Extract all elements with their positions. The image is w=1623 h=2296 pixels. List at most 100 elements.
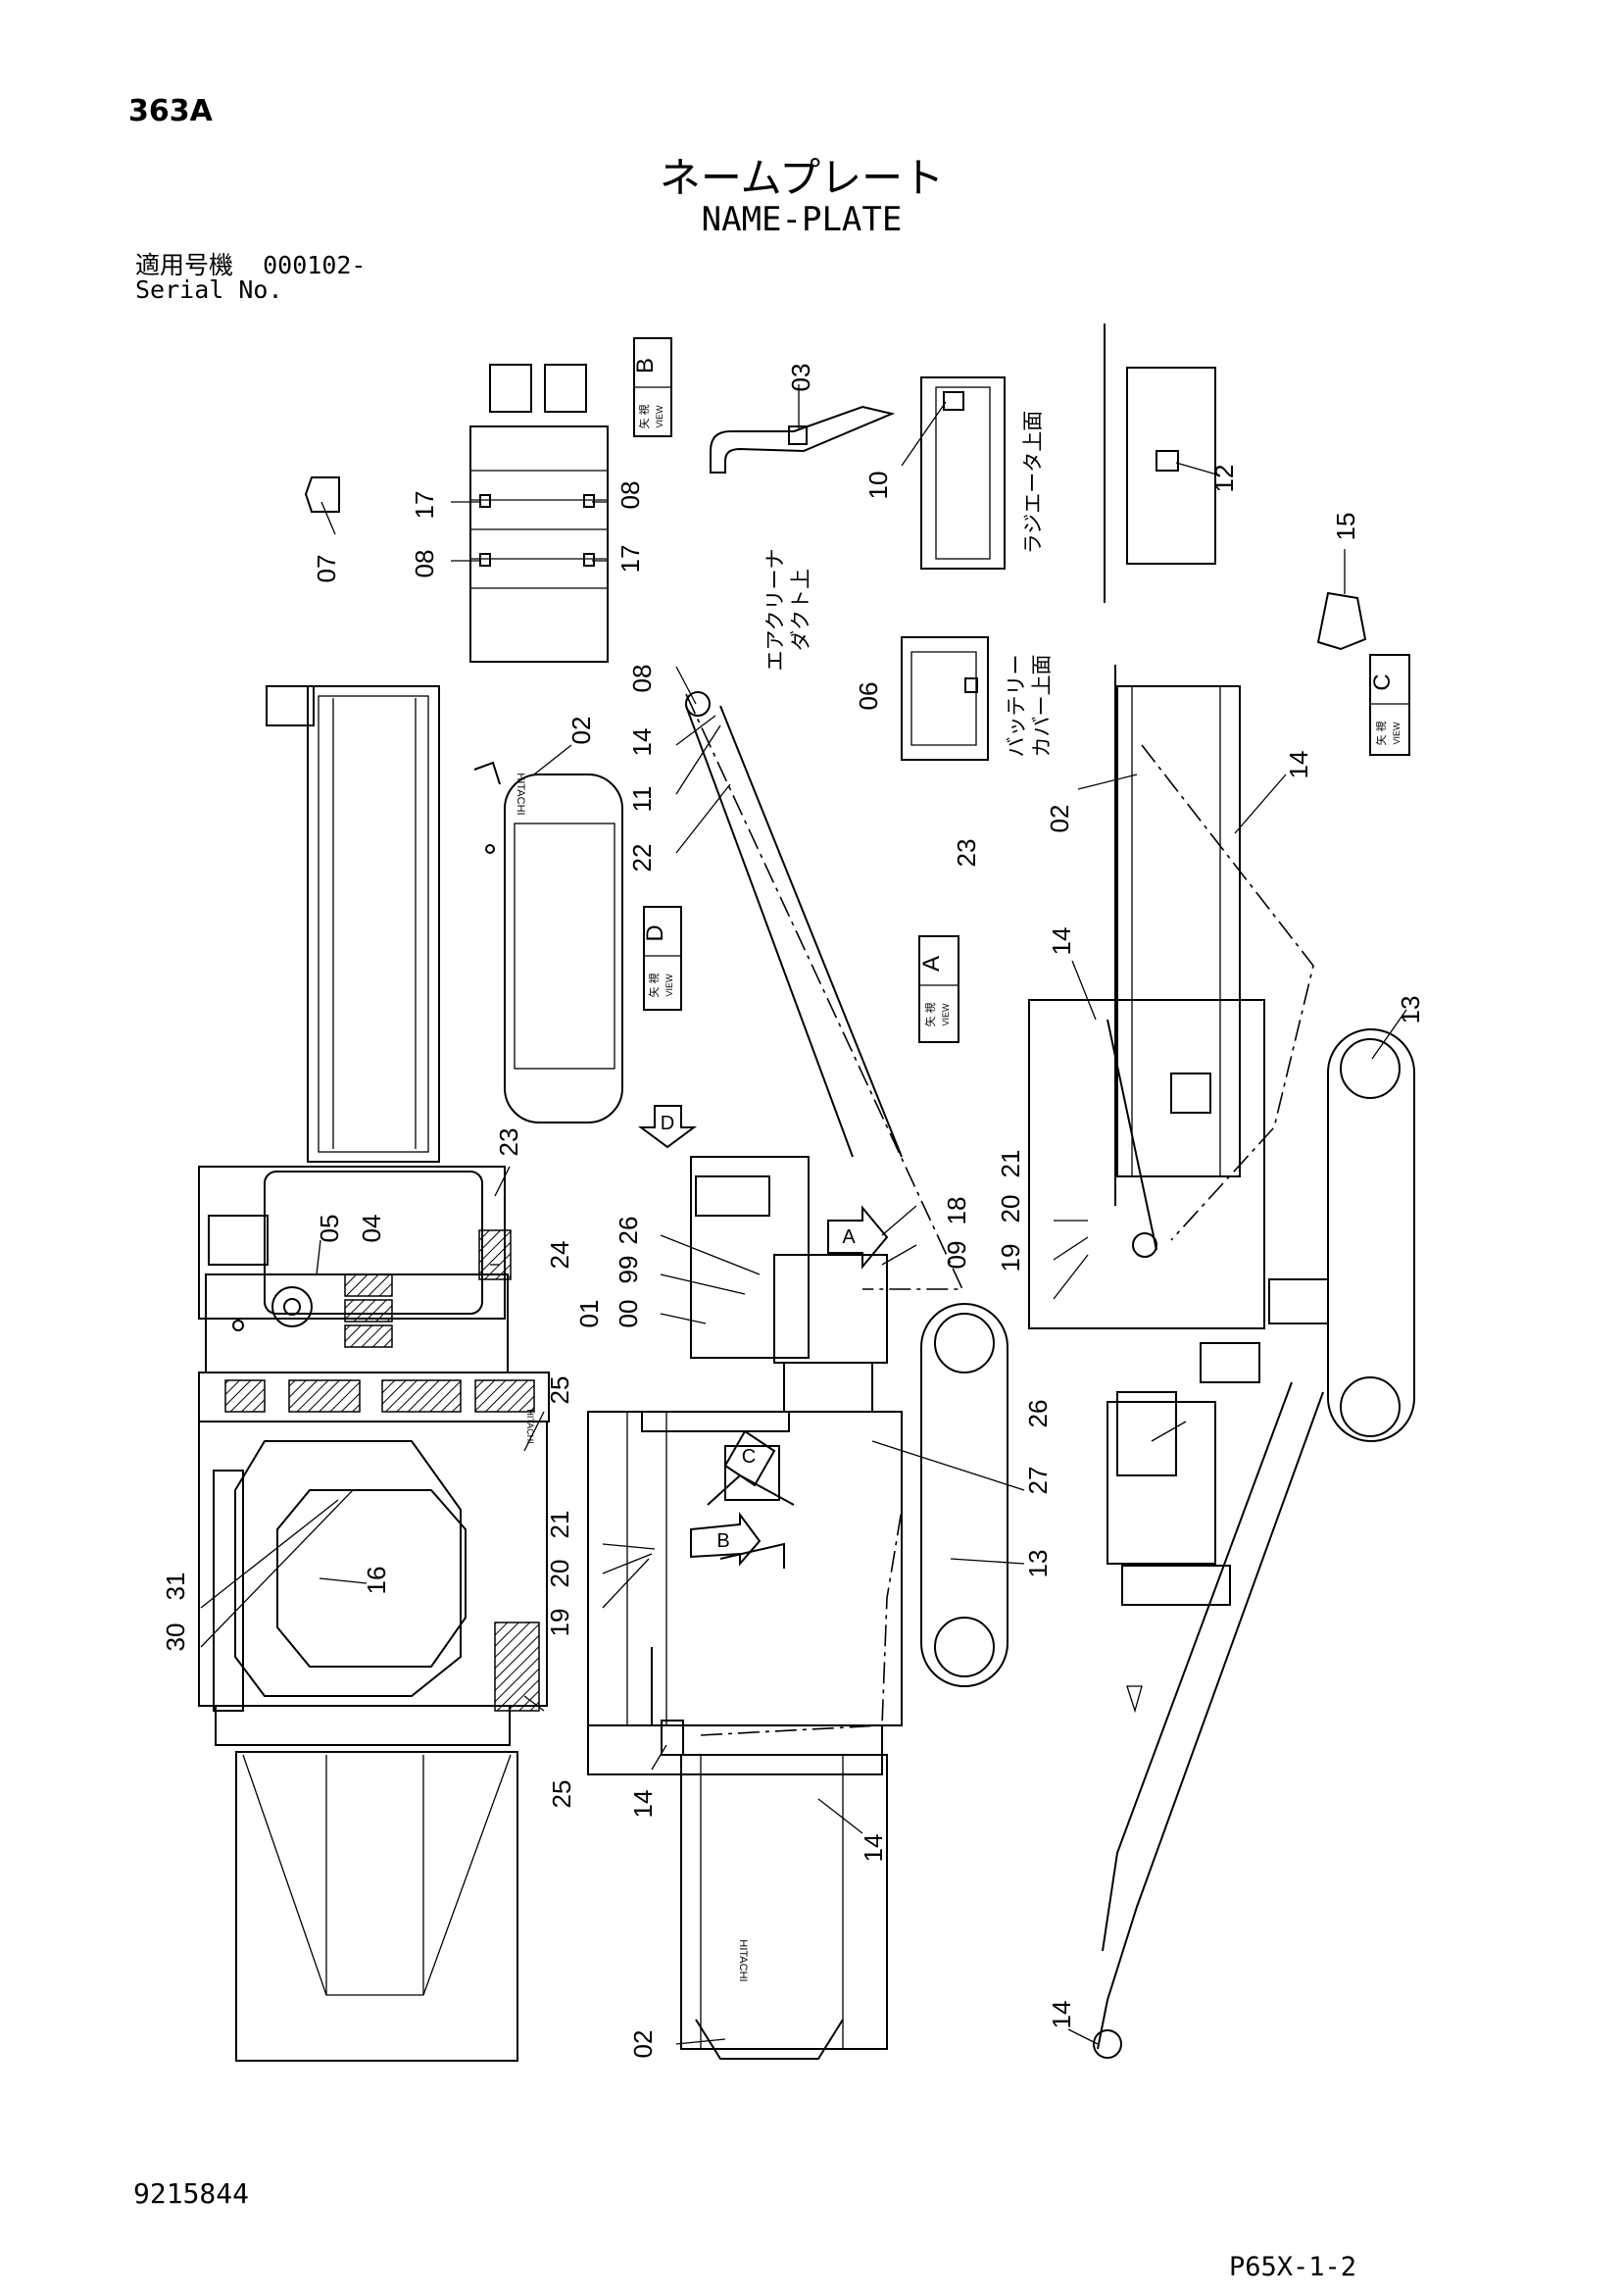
brand-plate-panel: HITACHI [515, 773, 526, 815]
plan-view-left [198, 685, 550, 2062]
callout-30: 30 [161, 1623, 190, 1652]
arrow-view-b-marker: B [690, 1511, 762, 1567]
side-view-center [587, 691, 1008, 2060]
note-air-cleaner-line1: エアクリーナ [764, 549, 787, 672]
view-kanji-a: 矢 視 [923, 1002, 937, 1026]
callout-numbers: 07 17 08 08 17 03 10 12 15 02 08 14 11 2… [161, 364, 1425, 2059]
callout-14: 14 [1047, 927, 1076, 956]
title-japanese: ネームプレート [659, 154, 945, 202]
part-15 [1316, 591, 1367, 651]
callout-07: 07 [312, 555, 341, 583]
arrow-view-b: B [716, 1530, 729, 1552]
tag-07 [304, 476, 340, 513]
callout-01: 01 [574, 1300, 604, 1328]
view-b-detail [469, 364, 609, 663]
callout-26: 26 [614, 1217, 643, 1245]
serial-label-jp: 適用号機 [135, 251, 234, 279]
serial-block: 適用号機 000102- Serial No. [135, 253, 366, 302]
note-radiator: ラジエータ上面 [1022, 411, 1045, 555]
air-cleaner-duct [710, 405, 896, 474]
view-letter-c: C [1369, 674, 1396, 690]
arrow-view-c-marker: C [723, 1429, 776, 1487]
view-label-d: VIEW [664, 973, 674, 997]
view-kanji-d: 矢 視 [647, 973, 661, 997]
callout-27: 27 [1023, 1467, 1053, 1495]
callout-20: 20 [545, 1560, 574, 1588]
callout-23: 23 [952, 839, 981, 868]
callout-20: 20 [996, 1195, 1025, 1223]
view-label-a: VIEW [941, 1003, 951, 1026]
callout-10: 10 [863, 472, 893, 500]
view-box-b: B 矢 視 VIEW [632, 337, 672, 437]
view-letter-d: D [642, 924, 668, 941]
leader-lines [200, 384, 1407, 2045]
view-kanji-c: 矢 視 [1374, 721, 1388, 745]
callout-18: 18 [942, 1197, 971, 1225]
view-letter-b: B [632, 358, 659, 374]
callout-14: 14 [628, 1790, 658, 1819]
callout-21: 21 [996, 1150, 1025, 1178]
document-number: 9215844 [133, 2177, 250, 2210]
page-code: 363A [128, 94, 213, 128]
callout-13: 13 [1023, 1550, 1053, 1578]
view-label-c: VIEW [1392, 722, 1402, 745]
callout-02: 02 [566, 717, 596, 745]
callout-09: 09 [942, 1241, 971, 1270]
note-air-cleaner-line2: ダクト上 [790, 569, 812, 651]
callout-11: 11 [627, 786, 657, 813]
side-view-right [1028, 665, 1415, 2059]
battery-cover [901, 636, 989, 761]
callout-15: 15 [1331, 513, 1360, 541]
arrow-view-d: D [661, 1113, 674, 1134]
brand-plate-plan: HITACHI [525, 1409, 535, 1443]
view-box-a: A 矢 視 VIEW [918, 935, 959, 1043]
callout-05: 05 [315, 1215, 344, 1243]
arrow-view-a: A [842, 1226, 856, 1248]
note-battery: バッテリー カバー上面 [1006, 655, 1054, 758]
note-battery-line1: バッテリー [1006, 655, 1028, 758]
view-box-c: C 矢 視 VIEW [1369, 654, 1410, 756]
callout-14: 14 [1047, 2001, 1076, 2029]
view-letter-a: A [918, 956, 945, 972]
arrow-view-c: C [742, 1446, 756, 1468]
callout-02: 02 [1045, 805, 1074, 833]
callout-13: 13 [1396, 996, 1425, 1024]
callout-16: 16 [362, 1567, 391, 1595]
title-english: NAME-PLATE [701, 200, 903, 239]
callout-06: 06 [854, 682, 883, 711]
callout-00: 00 [614, 1300, 643, 1328]
note-battery-line2: カバー上面 [1031, 655, 1054, 758]
view-d-arrow [637, 1105, 698, 1149]
brand-plate-lower: HITACHI [737, 1939, 749, 1981]
view-kanji-b: 矢 視 [637, 404, 651, 428]
radiator-top-right [1104, 324, 1216, 603]
callout-08: 08 [615, 481, 645, 510]
callout-19: 19 [996, 1244, 1025, 1273]
panel-view-d [473, 761, 623, 1123]
callout-26: 26 [1023, 1400, 1053, 1428]
page-number: P65X-1-2 [1229, 2252, 1357, 2282]
serial-value: 000102- [263, 251, 367, 279]
view-box-d: D 矢 視 VIEW [642, 906, 682, 1011]
callout-25: 25 [545, 1376, 574, 1405]
callout-17: 17 [410, 491, 439, 520]
callout-22: 22 [627, 844, 657, 873]
callout-04: 04 [357, 1215, 386, 1243]
callout-23: 23 [494, 1128, 523, 1157]
callout-24: 24 [545, 1241, 574, 1270]
callout-19: 19 [545, 1609, 574, 1637]
callout-02: 02 [628, 2030, 658, 2059]
callout-08: 08 [627, 665, 657, 693]
callout-03: 03 [786, 364, 815, 392]
radiator-detail [920, 376, 1006, 570]
callout-14: 14 [1284, 751, 1313, 779]
callout-17: 17 [615, 545, 645, 574]
callout-99: 99 [614, 1256, 643, 1284]
arrow-view-a-marker: A [827, 1205, 889, 1270]
serial-label-en: Serial No. [135, 275, 283, 304]
callout-08: 08 [410, 550, 439, 578]
callout-14: 14 [627, 728, 657, 757]
callout-12: 12 [1209, 465, 1239, 493]
note-air-cleaner: エアクリーナ ダクト上 [764, 549, 812, 672]
